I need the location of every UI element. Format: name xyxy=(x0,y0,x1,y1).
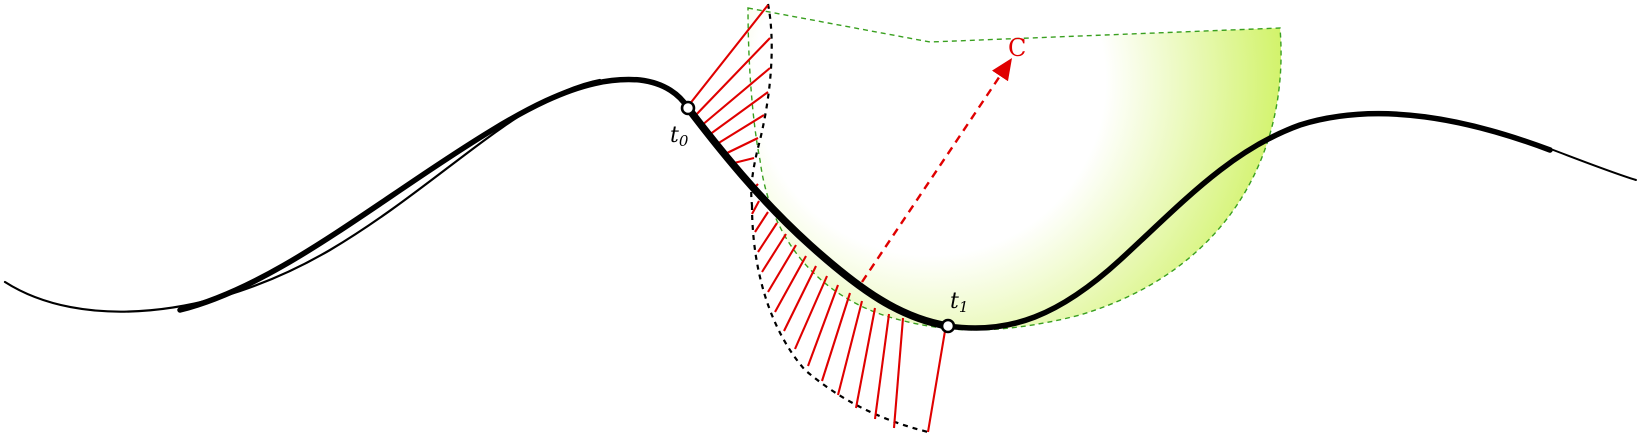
curve-left xyxy=(177,76,691,313)
normal-hatch-lines xyxy=(684,4,948,433)
label-center-c: C xyxy=(1008,34,1026,62)
dotted-boundary-lower xyxy=(750,204,929,433)
curve-left-thin xyxy=(3,78,602,313)
osculating-region xyxy=(747,7,1282,331)
curve-right-thin xyxy=(1539,144,1637,181)
label-t0: t0 xyxy=(670,123,689,150)
curve-highlighted-segment xyxy=(684,104,952,330)
curve-right xyxy=(945,110,1553,331)
radius-arrow xyxy=(861,58,1013,283)
point-t0 xyxy=(680,100,696,116)
point-t1 xyxy=(940,318,956,334)
label-t1: t1 xyxy=(950,289,968,316)
